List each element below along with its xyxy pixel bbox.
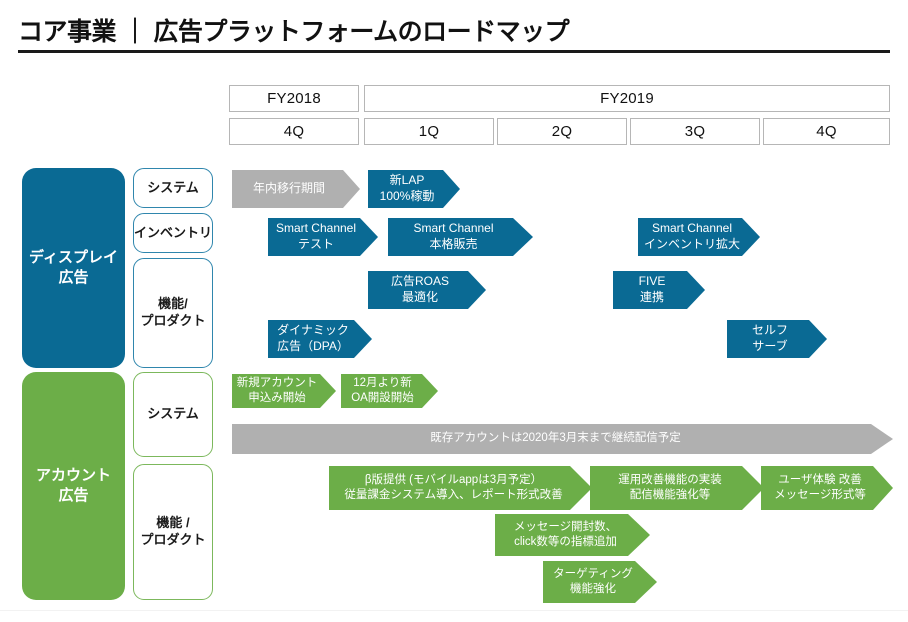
timeline-quarter-fy2019-4q: 4Q: [763, 118, 890, 145]
milestone-display-self-serve: セルフサーブ: [727, 320, 827, 358]
timeline-quarter-fy2019-2q: 2Q: [497, 118, 627, 145]
timeline-quarter-fy2018-4q: 4Q: [229, 118, 359, 145]
milestone-account-user-experience-improvement: ユーザ体験 改善メッセージ形式等: [761, 466, 893, 510]
milestone-account-operational-improvement: 運用改善機能の実装配信機能強化等: [590, 466, 764, 510]
milestone-account-beta-release: β版提供 (モバイルappは3月予定）従量課金システム導入、レポート形式改善: [329, 466, 592, 510]
title-divider: [18, 50, 890, 53]
timeline-quarter-fy2019-3q: 3Q: [630, 118, 760, 145]
subcategory-account-system: システム: [133, 372, 213, 457]
subcategory-display-system: システム: [133, 168, 213, 208]
milestone-account-targeting-enhancement: ターゲティング機能強化: [543, 561, 657, 603]
milestone-account-existing-accounts-continued-delivery: 既存アカウントは2020年3月末まで継続配信予定: [232, 424, 893, 454]
milestone-account-new-account-application-start: 新規アカウント申込み開始: [232, 374, 336, 408]
timeline-quarter-fy2019-1q: 1Q: [364, 118, 494, 145]
category-account-advertising: アカウント広告: [22, 372, 125, 600]
category-display-advertising: ディスプレイ広告: [22, 168, 125, 368]
subcategory-display-inventory: インベントリ: [133, 213, 213, 253]
timeline-year-fy2019: FY2019: [364, 85, 890, 112]
page-title: コア事業 ｜ 広告プラットフォームのロードマップ: [18, 18, 570, 46]
footer-divider: [0, 610, 908, 611]
milestone-display-dynamic-ad-dpa: ダイナミック広告（DPA）: [268, 320, 372, 358]
timeline-year-fy2018: FY2018: [229, 85, 359, 112]
subcategory-display-feature-product: 機能/プロダクト: [133, 258, 213, 368]
milestone-account-message-open-rate-metrics: メッセージ開封数、click数等の指標追加: [495, 514, 650, 556]
subcategory-account-feature-product: 機能 /プロダクト: [133, 464, 213, 600]
milestone-display-year-end-migration: 年内移行期間: [232, 170, 360, 208]
